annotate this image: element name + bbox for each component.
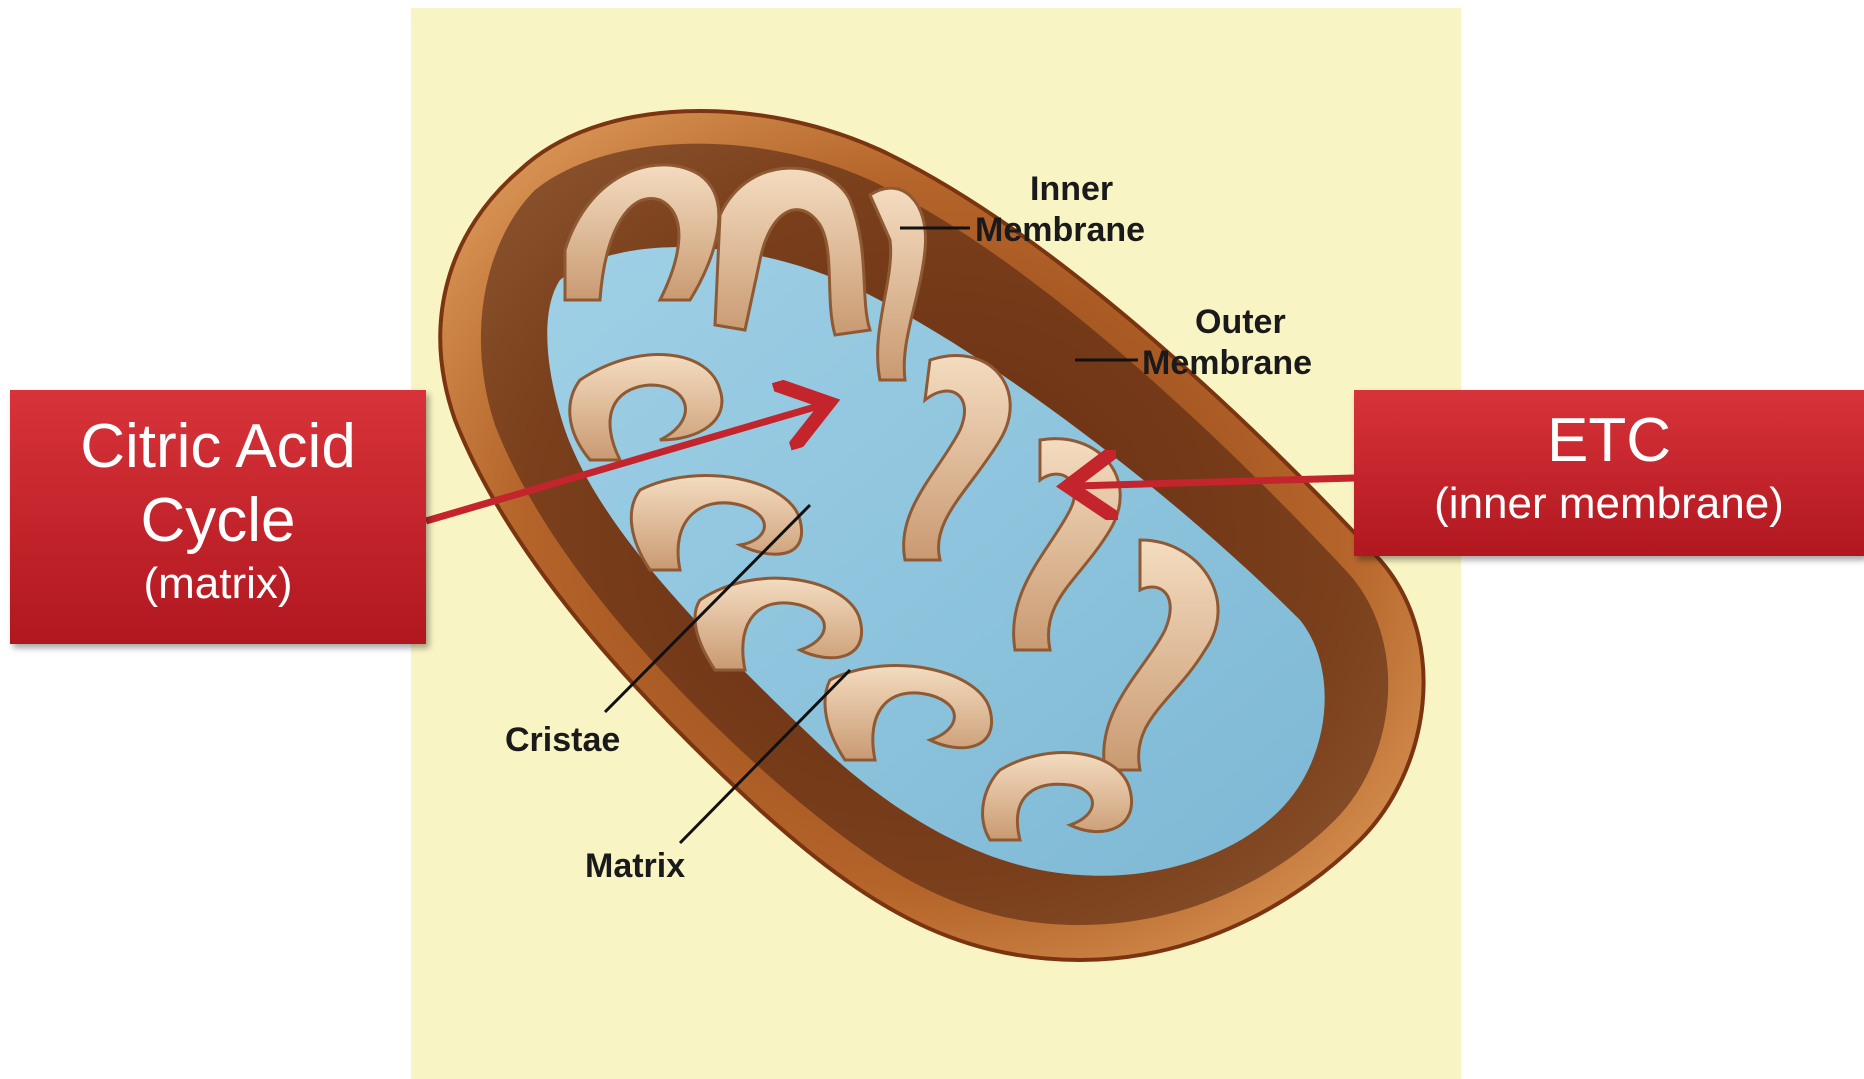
inner-membrane-label-line1: Inner (1030, 170, 1113, 208)
outer-membrane-label-line1: Outer (1195, 303, 1286, 341)
citric-acid-callout-line2: Cycle (10, 484, 426, 558)
citric-acid-callout-line1: Citric Acid (10, 410, 426, 484)
matrix-label: Matrix (585, 847, 685, 885)
etc-callout-title: ETC (1354, 404, 1864, 478)
citric-acid-callout-sub: (matrix) (10, 558, 426, 610)
etc-callout: ETC (inner membrane) (1354, 390, 1864, 556)
inner-membrane-label-line2: Membrane (975, 211, 1145, 249)
citric-acid-cycle-callout: Citric Acid Cycle (matrix) (10, 390, 426, 644)
etc-callout-sub: (inner membrane) (1354, 478, 1864, 530)
outer-membrane-label-line2: Membrane (1142, 344, 1312, 382)
cristae-label: Cristae (505, 721, 620, 759)
